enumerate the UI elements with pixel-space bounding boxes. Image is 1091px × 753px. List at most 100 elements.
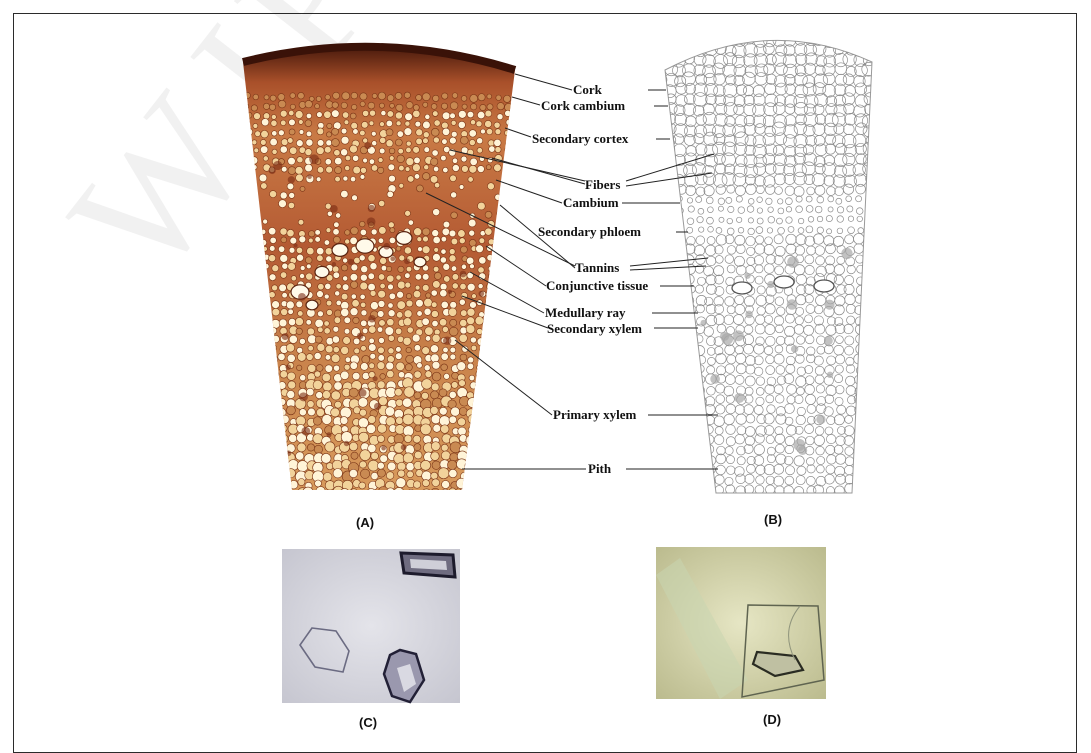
cell <box>306 320 312 326</box>
cell <box>413 481 420 488</box>
cell <box>664 356 673 365</box>
cell <box>498 265 504 271</box>
cell <box>357 333 363 339</box>
cell <box>383 243 390 250</box>
cell <box>469 445 479 455</box>
cell <box>270 370 279 379</box>
cell <box>441 364 448 371</box>
cell <box>331 391 340 400</box>
cell <box>486 381 497 392</box>
cell <box>262 392 270 400</box>
cell <box>676 324 686 334</box>
cell <box>343 337 351 345</box>
cell <box>404 128 412 136</box>
cell <box>244 337 249 342</box>
cell <box>676 296 684 304</box>
cell <box>478 94 485 101</box>
cell <box>408 220 413 225</box>
cell <box>368 205 375 212</box>
cell <box>377 424 386 433</box>
cell <box>397 131 403 137</box>
cell <box>864 236 874 246</box>
cell <box>270 408 279 417</box>
cell <box>271 345 277 351</box>
cell <box>824 336 833 345</box>
cell <box>270 95 276 101</box>
cell <box>272 335 279 342</box>
cell <box>485 228 492 235</box>
cell <box>296 452 304 460</box>
cell <box>307 174 312 179</box>
cell <box>344 364 350 370</box>
cell <box>723 34 735 46</box>
cell <box>253 123 258 128</box>
cell <box>335 291 340 296</box>
cell <box>252 435 259 442</box>
vessel <box>414 257 426 267</box>
cell <box>271 416 279 424</box>
cell <box>280 146 287 153</box>
cell <box>341 190 349 198</box>
cell <box>260 488 270 498</box>
cell <box>396 121 401 126</box>
cell <box>324 328 330 334</box>
cell <box>396 275 401 280</box>
cell <box>504 245 510 251</box>
cell <box>397 281 405 289</box>
cell <box>402 398 411 407</box>
cell <box>655 317 663 325</box>
cell <box>279 434 288 443</box>
cell <box>456 459 466 469</box>
cell <box>477 338 485 346</box>
cell <box>485 110 492 117</box>
cell <box>261 308 269 316</box>
cell <box>340 417 348 425</box>
cell <box>243 481 252 490</box>
cell <box>378 347 385 354</box>
cell <box>313 380 322 389</box>
cell <box>298 92 305 99</box>
cell <box>271 114 276 119</box>
cell <box>676 337 685 346</box>
label-conjunctive-tissue: Conjunctive tissue <box>546 278 648 293</box>
cell <box>317 291 324 298</box>
label-group: Cork Cork cambium Secondary cortex Fiber… <box>532 82 648 476</box>
cell <box>406 141 411 146</box>
cell <box>360 282 368 290</box>
cell <box>380 137 386 143</box>
cell <box>467 490 475 498</box>
cell <box>305 164 313 172</box>
cell <box>251 444 258 451</box>
cell <box>324 240 329 245</box>
cell <box>493 424 503 434</box>
cell <box>279 319 287 327</box>
cell <box>260 139 266 145</box>
cell <box>415 285 420 290</box>
cell <box>280 228 287 235</box>
cell <box>405 113 413 121</box>
cell <box>371 452 379 460</box>
cell <box>296 301 303 308</box>
cell <box>701 320 707 326</box>
cell <box>457 362 466 371</box>
cell <box>494 479 502 487</box>
cell <box>334 157 342 165</box>
cell <box>264 95 269 100</box>
cell <box>332 262 336 266</box>
cell <box>388 164 395 171</box>
cell <box>280 192 287 199</box>
cell <box>398 148 404 154</box>
cell <box>255 131 261 137</box>
cell <box>250 426 259 435</box>
cell <box>424 298 433 307</box>
cell <box>494 390 502 398</box>
cell <box>694 426 704 436</box>
cell <box>314 445 322 453</box>
cell <box>314 352 321 359</box>
cell <box>413 146 420 153</box>
cell <box>263 345 270 352</box>
cell <box>423 121 431 129</box>
crystal-image-d <box>656 547 826 699</box>
cell <box>280 425 288 433</box>
cell <box>667 487 675 495</box>
